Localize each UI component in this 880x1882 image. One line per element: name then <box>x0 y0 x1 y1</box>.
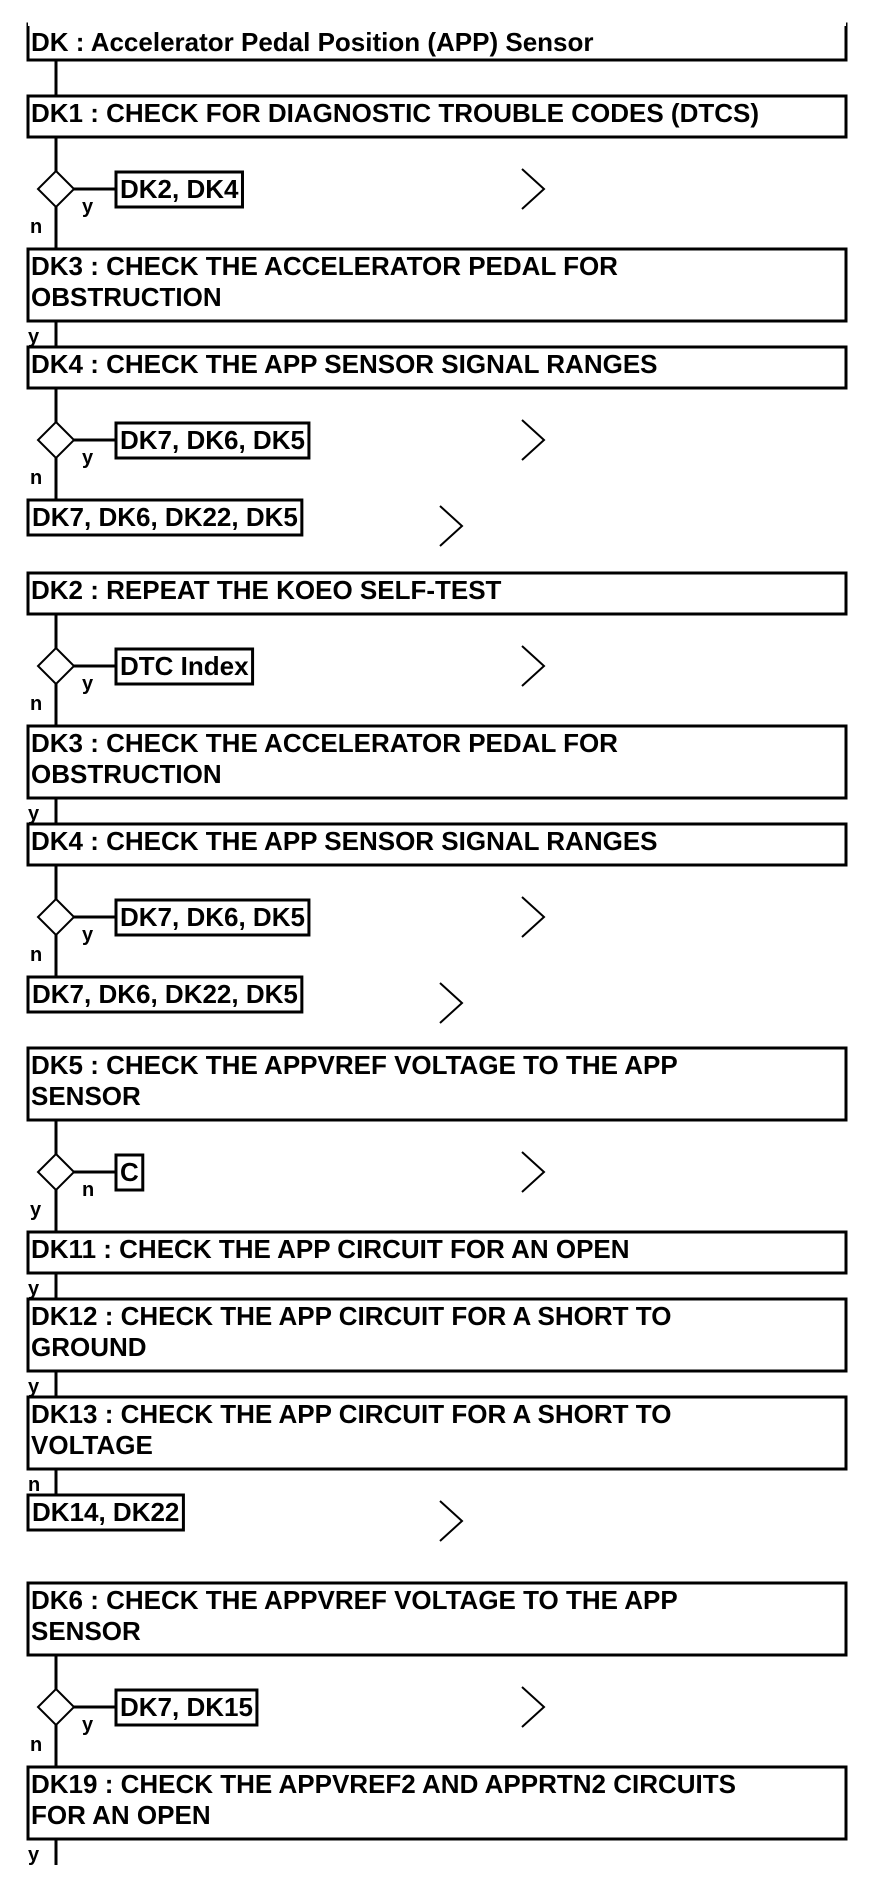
step-box <box>26 1046 848 1122</box>
branch-label: y <box>82 1714 94 1736</box>
continue-chevron-icon <box>521 168 546 210</box>
step-box-text: DK1 : CHECK FOR DIAGNOSTIC TROUBLE CODES… <box>31 98 759 128</box>
branch-label: n <box>28 1474 40 1496</box>
step-box <box>26 724 848 800</box>
reference-box-label: DK7, DK6, DK5 <box>120 425 305 455</box>
final-reference-box[interactable] <box>26 1493 185 1532</box>
continue-chevron-icon <box>521 419 546 461</box>
branch-label: y <box>28 1844 40 1866</box>
step-box-text: FOR AN OPEN <box>31 1800 211 1830</box>
decision-diamond-icon <box>36 169 76 209</box>
reference-box[interactable] <box>114 898 311 937</box>
final-reference-box[interactable] <box>26 975 304 1014</box>
step-box <box>26 247 848 323</box>
step-box-text: DK13 : CHECK THE APP CIRCUIT FOR A SHORT… <box>31 1399 671 1429</box>
step-box-text: DK11 : CHECK THE APP CIRCUIT FOR AN OPEN <box>31 1234 630 1264</box>
decision-diamond-icon <box>36 1687 76 1727</box>
decision-diamond-icon <box>36 1152 76 1192</box>
step-box-text: OBSTRUCTION <box>31 759 222 789</box>
reference-box[interactable] <box>114 170 244 209</box>
branch-label: y <box>82 673 94 695</box>
step-box <box>26 345 848 390</box>
decision-diamond-icon <box>36 646 76 686</box>
reference-box[interactable] <box>114 1153 145 1192</box>
branch-label: y <box>82 447 94 469</box>
reference-box[interactable] <box>114 421 311 460</box>
branch-label: n <box>82 1179 94 1201</box>
step-box <box>26 1230 848 1275</box>
step-box <box>26 1297 848 1373</box>
branch-label: y <box>28 803 40 825</box>
step-box-text: DK19 : CHECK THE APPVREF2 AND APPRTN2 CI… <box>31 1769 736 1799</box>
step-box-text: DK2 : REPEAT THE KOEO SELF-TEST <box>31 575 502 605</box>
continue-chevron-icon <box>521 645 546 687</box>
final-reference-box-label: DK14, DK22 <box>32 1497 179 1527</box>
branch-label: n <box>30 693 42 715</box>
decision-diamond-icon <box>36 897 76 937</box>
continue-chevron-icon <box>521 1686 546 1728</box>
step-box-text: DK3 : CHECK THE ACCELERATOR PEDAL FOR <box>31 251 618 281</box>
continue-chevron-icon <box>521 1151 546 1193</box>
step-box <box>26 571 848 616</box>
continue-chevron-icon <box>439 1500 464 1542</box>
step-box-text: DK6 : CHECK THE APPVREF VOLTAGE TO THE A… <box>31 1585 678 1615</box>
branch-label: n <box>30 1734 42 1756</box>
final-reference-box[interactable] <box>26 498 304 537</box>
branch-label: y <box>82 196 94 218</box>
branch-label: y <box>28 1278 40 1300</box>
step-box-text: DK3 : CHECK THE ACCELERATOR PEDAL FOR <box>31 728 618 758</box>
branch-label: y <box>30 1199 42 1221</box>
continue-chevron-icon <box>439 505 464 547</box>
step-box <box>26 1581 848 1657</box>
step-box-text: GROUND <box>31 1332 147 1362</box>
page-title: DK : Accelerator Pedal Position (APP) Se… <box>31 27 594 57</box>
reference-box[interactable] <box>114 647 255 686</box>
step-box-text: DK4 : CHECK THE APP SENSOR SIGNAL RANGES <box>31 826 658 856</box>
reference-box-label: DK7, DK6, DK5 <box>120 902 305 932</box>
step-box <box>26 1765 848 1841</box>
step-box-text: SENSOR <box>31 1081 141 1111</box>
branch-label: n <box>30 216 42 238</box>
branch-label: y <box>28 1376 40 1398</box>
branch-label: y <box>28 326 40 348</box>
step-box-text: OBSTRUCTION <box>31 282 222 312</box>
reference-box-label: DK7, DK15 <box>120 1692 253 1722</box>
step-box <box>26 822 848 867</box>
branch-label: n <box>30 467 42 489</box>
step-box-text: SENSOR <box>31 1616 141 1646</box>
continue-chevron-icon <box>521 896 546 938</box>
step-box-text: DK12 : CHECK THE APP CIRCUIT FOR A SHORT… <box>31 1301 671 1331</box>
step-box <box>26 94 848 139</box>
branch-label: n <box>30 944 42 966</box>
branch-label: y <box>82 924 94 946</box>
reference-box-label: DTC Index <box>120 651 249 681</box>
step-box-text: VOLTAGE <box>31 1430 153 1460</box>
page-title-box <box>26 22 848 62</box>
final-reference-box-label: DK7, DK6, DK22, DK5 <box>32 979 298 1009</box>
reference-box[interactable] <box>114 1688 259 1727</box>
reference-box-label: C <box>120 1157 139 1187</box>
reference-box-label: DK2, DK4 <box>120 174 239 204</box>
step-box-text: DK5 : CHECK THE APPVREF VOLTAGE TO THE A… <box>31 1050 678 1080</box>
step-box <box>26 1395 848 1471</box>
step-box-text: DK4 : CHECK THE APP SENSOR SIGNAL RANGES <box>31 349 658 379</box>
final-reference-box-label: DK7, DK6, DK22, DK5 <box>32 502 298 532</box>
decision-diamond-icon <box>36 420 76 460</box>
continue-chevron-icon <box>439 982 464 1024</box>
